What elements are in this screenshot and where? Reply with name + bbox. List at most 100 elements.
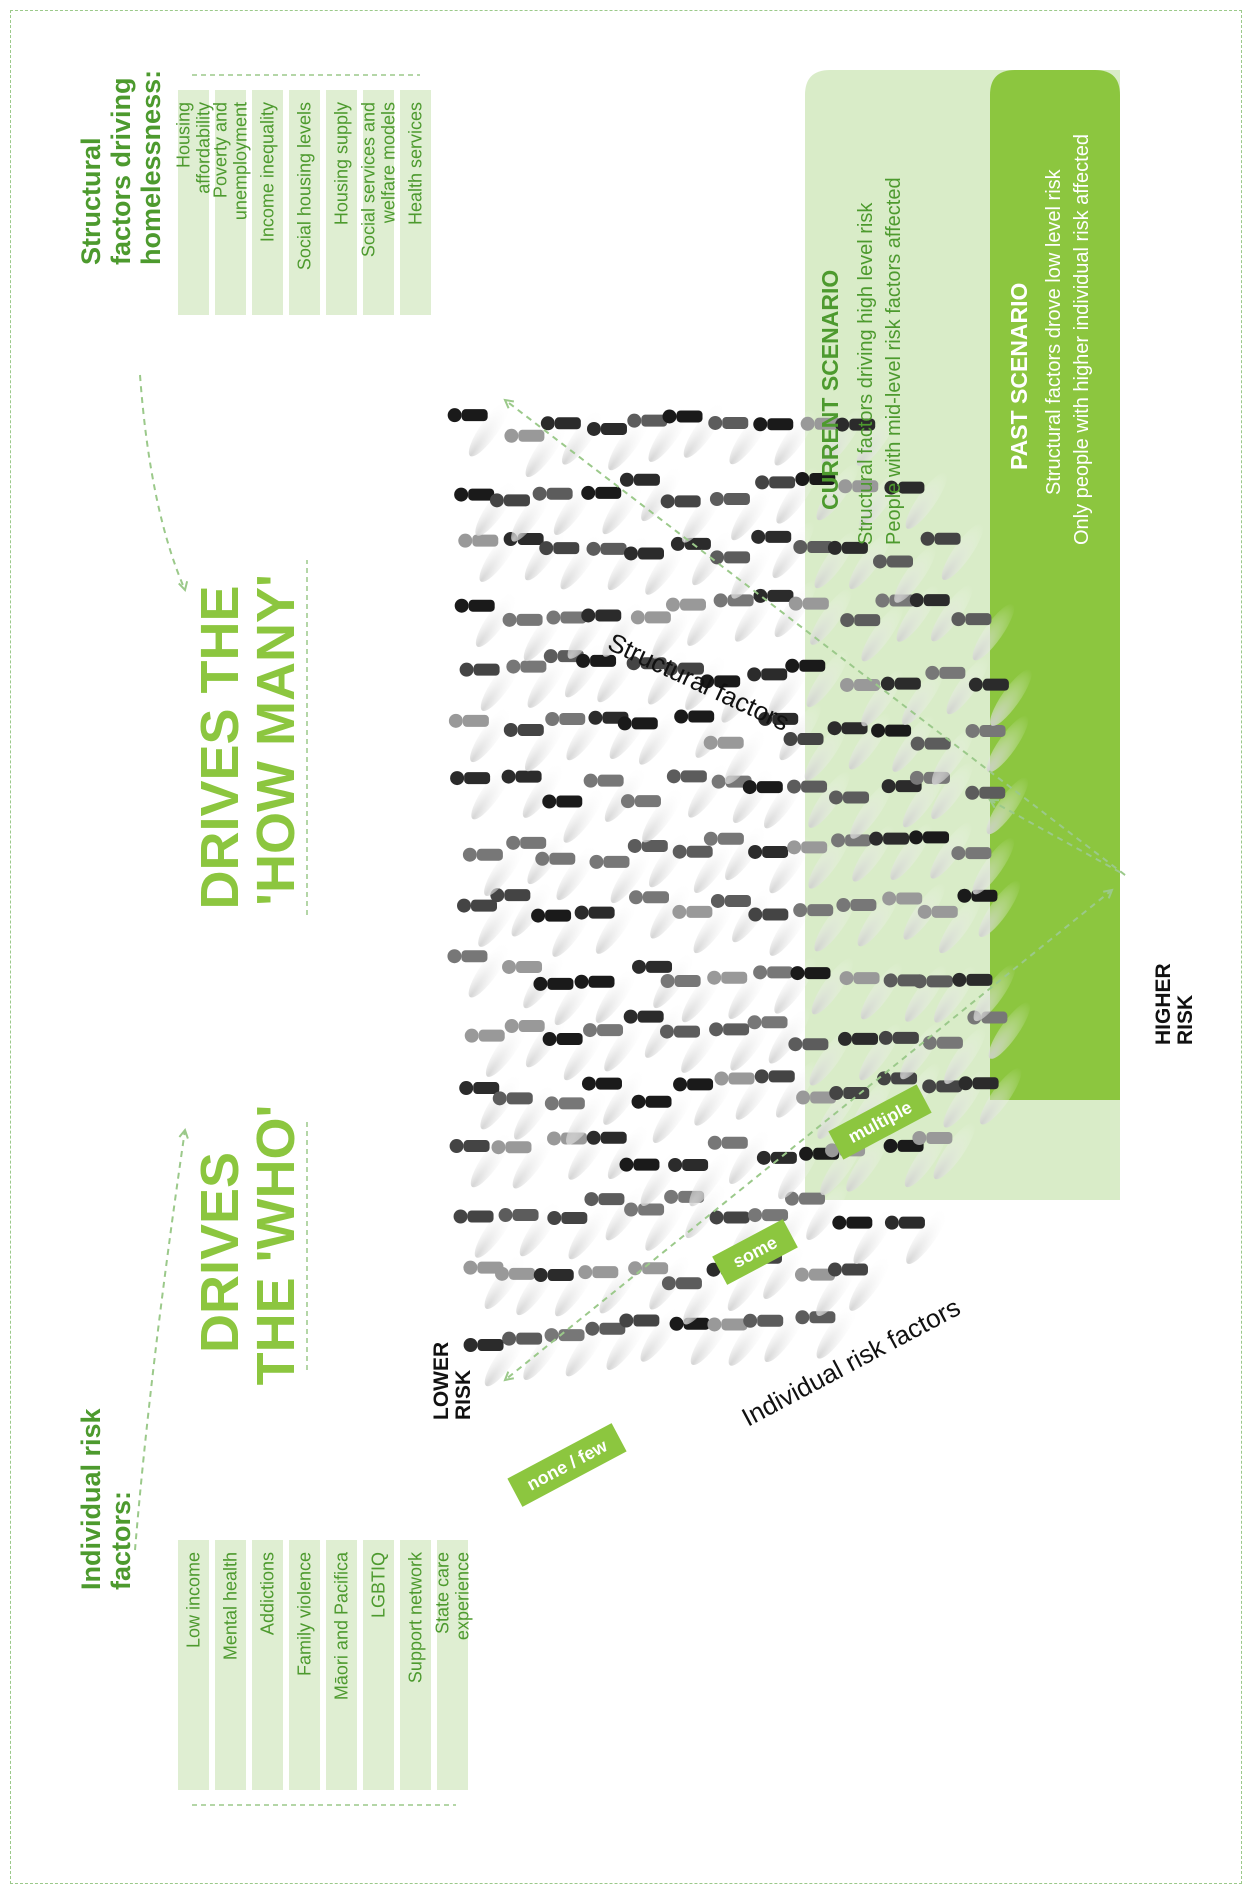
person-figure xyxy=(829,782,892,839)
person-figure xyxy=(447,399,511,457)
person-figure xyxy=(619,464,683,522)
structural-factor-label-5: Social services andwelfare models xyxy=(359,102,399,257)
person-figure xyxy=(672,896,736,954)
person-figure xyxy=(832,1207,896,1264)
dashed-arrows xyxy=(134,374,1126,1551)
individual-factor-label-3: Family violence xyxy=(295,1552,315,1676)
person-figure xyxy=(464,1020,528,1077)
individual-factor-box-0 xyxy=(178,1540,209,1790)
individual-factor-box-3 xyxy=(289,1540,320,1790)
person-figure xyxy=(586,1122,650,1180)
person-figure xyxy=(747,1006,811,1064)
person-figure xyxy=(624,1194,687,1251)
individual-factor-label-1: Mental health xyxy=(221,1552,241,1660)
current-scenario-line-2: People with mid-level risk factors affec… xyxy=(883,177,905,545)
structural-factor-box-1 xyxy=(215,90,246,315)
structural-factor-label-0: Housingaffordability xyxy=(174,102,214,194)
person-figure xyxy=(785,650,849,708)
page-frame xyxy=(10,10,1242,1884)
structural-factor-box-0 xyxy=(178,90,209,315)
person-figure xyxy=(449,1130,513,1188)
individual-factor-box-4 xyxy=(326,1540,357,1790)
past-scenario-line-2: Only people with higher individual risk … xyxy=(1071,134,1093,545)
structural-heading: Structural factors driving homelessness: xyxy=(76,70,166,265)
person-figure xyxy=(790,957,854,1015)
drives-who-heading: DRIVES THE 'WHO' xyxy=(190,1105,306,1386)
person-figure xyxy=(581,1068,645,1125)
person-figure xyxy=(583,1014,646,1072)
person-figure xyxy=(463,1252,527,1309)
individual-factor-box-6 xyxy=(400,1540,431,1790)
person-figure xyxy=(631,1086,695,1143)
individual-factor-label-5: LGBTIQ xyxy=(369,1552,389,1618)
person-figure xyxy=(788,588,852,645)
individual-factor-box-2 xyxy=(252,1540,283,1790)
person-figure xyxy=(910,728,974,785)
person-figure xyxy=(917,896,981,954)
person-figure xyxy=(574,966,638,1024)
structural-factor-box-6 xyxy=(400,90,431,315)
person-figure xyxy=(454,479,518,536)
person-figure xyxy=(951,837,1015,895)
person-figure xyxy=(450,762,513,820)
person-figure xyxy=(459,654,523,711)
current-scenario-title: CURRENT SCENARIO xyxy=(817,270,843,510)
structural-factor-label-1: Poverty andunemployment xyxy=(211,102,251,220)
person-figure xyxy=(589,846,653,904)
person-figure xyxy=(462,839,526,896)
person-figure xyxy=(884,1207,948,1264)
structural-factor-label-6: Health services xyxy=(406,102,426,225)
person-figure xyxy=(581,477,645,535)
structural-factor-box-3 xyxy=(289,90,320,315)
structural-factor-label-2: Income inequality xyxy=(258,102,278,242)
individual-factor-box-5 xyxy=(363,1540,394,1790)
person-figure xyxy=(827,1254,891,1311)
structural-factor-label-3: Social housing levels xyxy=(295,102,315,270)
individual-factor-box-7 xyxy=(437,1540,468,1790)
risk-pill-0: none / few xyxy=(507,1423,627,1507)
person-figure xyxy=(454,590,518,647)
person-figure xyxy=(672,836,736,893)
person-figure xyxy=(748,836,811,894)
structural-factor-box-5 xyxy=(363,90,394,315)
person-figure xyxy=(884,472,948,529)
higher-risk-label: HIGHER RISK xyxy=(1152,957,1197,1045)
person-figure xyxy=(952,964,1016,1022)
person-figure xyxy=(827,532,891,590)
individual-factor-label-0: Low income xyxy=(184,1552,204,1648)
person-figure xyxy=(620,785,684,843)
past-scenario-panel xyxy=(990,70,1120,1100)
person-figure xyxy=(754,1060,818,1118)
person-figure xyxy=(840,604,904,662)
person-figure xyxy=(630,602,694,659)
person-figure xyxy=(453,1201,517,1258)
past-scenario-line-1: Structural factors drove low level risk xyxy=(1043,168,1065,495)
person-figure xyxy=(835,409,899,466)
person-figure xyxy=(873,546,936,603)
person-figure xyxy=(912,1122,976,1180)
structural-factor-box-4 xyxy=(326,90,357,315)
individual-factor-label-6: Support network xyxy=(406,1551,426,1683)
person-figure xyxy=(574,897,638,954)
person-figure xyxy=(710,541,773,599)
person-figure xyxy=(703,727,767,784)
person-figure xyxy=(909,584,973,642)
person-figure xyxy=(626,647,690,705)
structural-factor-box-2 xyxy=(252,90,283,315)
person-figure xyxy=(623,538,687,595)
person-figure xyxy=(951,603,1015,661)
person-figure xyxy=(547,1202,611,1260)
person-figure xyxy=(925,657,989,715)
person-figure xyxy=(968,669,1032,726)
individual-factor-box-1 xyxy=(215,1540,246,1790)
person-figure xyxy=(457,890,520,947)
person-figure xyxy=(709,1013,772,1071)
person-figure xyxy=(447,940,511,998)
person-figure xyxy=(958,1067,1022,1125)
person-figure xyxy=(501,761,565,818)
individual-factor-label-4: Māori and Pacifica xyxy=(332,1551,352,1700)
person-figure xyxy=(586,413,650,471)
person-figure xyxy=(504,420,568,478)
